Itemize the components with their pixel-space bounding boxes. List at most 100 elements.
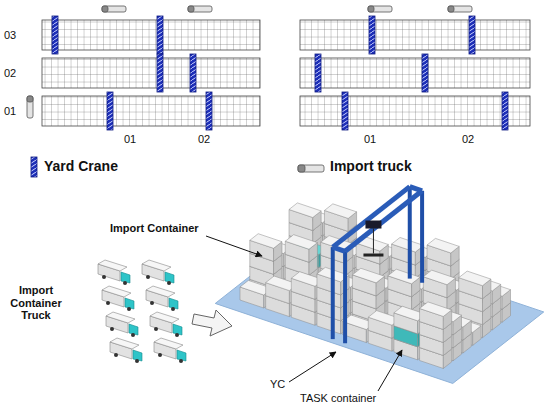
part-label: TASK container [300, 392, 376, 405]
truck-cab [27, 96, 33, 102]
truck-cab [188, 6, 194, 12]
yard-crane [52, 16, 58, 54]
truck-wheel [135, 359, 139, 363]
truck-wheel [102, 275, 106, 279]
yard-crane [157, 16, 163, 54]
yard-crane [206, 92, 212, 130]
yard-ground [215, 232, 544, 384]
truck-wheel [131, 333, 135, 337]
crane-spreader [363, 254, 383, 257]
column-number: 01 [364, 133, 376, 146]
import-container [427, 238, 459, 266]
truck-trailer [146, 286, 175, 297]
truck-trailer [102, 286, 131, 297]
leader-line [378, 350, 402, 391]
part-label: Import Container [110, 222, 199, 235]
import-truck-3d [154, 338, 186, 363]
truck-wheel [158, 353, 162, 357]
truck-cab [102, 6, 108, 12]
container-face [250, 234, 282, 249]
truck-wheel [167, 281, 171, 285]
yard-cranes [52, 16, 508, 130]
crane-leg [420, 191, 424, 283]
truck-wheel [114, 353, 118, 357]
hoist-rope [373, 229, 374, 254]
container-face [289, 203, 321, 218]
import-truck [188, 6, 212, 12]
column-number: 02 [462, 133, 474, 146]
truck-trailer [142, 260, 171, 271]
ground-plane [215, 232, 544, 384]
legend-truck-cab [298, 165, 305, 172]
legend-crane-icon [31, 157, 37, 177]
import-container [420, 302, 452, 330]
import-container [423, 270, 455, 298]
truck-trailer [110, 338, 139, 349]
crane-beam [333, 187, 410, 248]
truck-trailer [98, 260, 127, 271]
yard-crane [369, 16, 375, 54]
import-truck [448, 6, 472, 12]
container-face [423, 270, 455, 285]
import-container [388, 269, 420, 297]
yard-crane [342, 92, 348, 130]
import-container [392, 237, 424, 265]
truck-fleet [98, 260, 186, 363]
legend-text: Import truck [330, 158, 412, 174]
container-face [388, 269, 420, 284]
container-stacks [240, 203, 511, 369]
leader-line [206, 236, 262, 256]
yard-crane [422, 54, 428, 92]
import-container [352, 268, 384, 296]
column-number: 01 [124, 133, 136, 146]
truck-cab [368, 6, 374, 12]
yard-block [42, 96, 260, 126]
yard-crane [469, 16, 475, 54]
container-face [352, 268, 384, 283]
yard-crane [315, 54, 321, 92]
truck-wheel [175, 333, 179, 337]
import-truck [368, 6, 392, 12]
container-face [459, 271, 491, 286]
row-number: 01 [4, 105, 16, 118]
container-face [324, 204, 356, 219]
import-truck-3d [146, 286, 178, 311]
leaders [206, 236, 402, 391]
import-truck-3d [142, 260, 174, 285]
container-face [392, 237, 424, 252]
crane-trolley [365, 221, 381, 229]
flow-arrow [192, 310, 232, 336]
yard-crane [502, 92, 508, 130]
yard-block [300, 58, 530, 88]
import-trucks [27, 6, 472, 118]
column-number: 02 [198, 133, 210, 146]
crane-leg [343, 251, 347, 343]
truck-wheel [106, 301, 110, 305]
truck-trailer [150, 312, 179, 323]
yard-crane [107, 92, 113, 130]
crane-beam [333, 247, 345, 251]
import-truck-3d [110, 338, 142, 363]
import-container [289, 203, 321, 231]
truck-wheel [123, 281, 127, 285]
import-truck-3d [106, 312, 138, 337]
yard-crane [190, 54, 196, 92]
import-truck-3d [98, 260, 130, 285]
container-face [427, 238, 459, 253]
yard-crane-3d [333, 187, 422, 344]
truck-wheel [154, 327, 158, 331]
leader-line [289, 352, 336, 382]
import-truck-3d [150, 312, 182, 337]
legend-truck-icon [298, 165, 324, 172]
truck-trailer [154, 338, 183, 349]
import-truck [27, 96, 33, 118]
row-number: 03 [4, 29, 16, 42]
truck-wheel [146, 275, 150, 279]
yard-crane [157, 54, 163, 92]
crane-beam [410, 187, 422, 191]
truck-cab [448, 6, 454, 12]
part-label: YC [270, 378, 285, 391]
yard-block [300, 96, 530, 126]
